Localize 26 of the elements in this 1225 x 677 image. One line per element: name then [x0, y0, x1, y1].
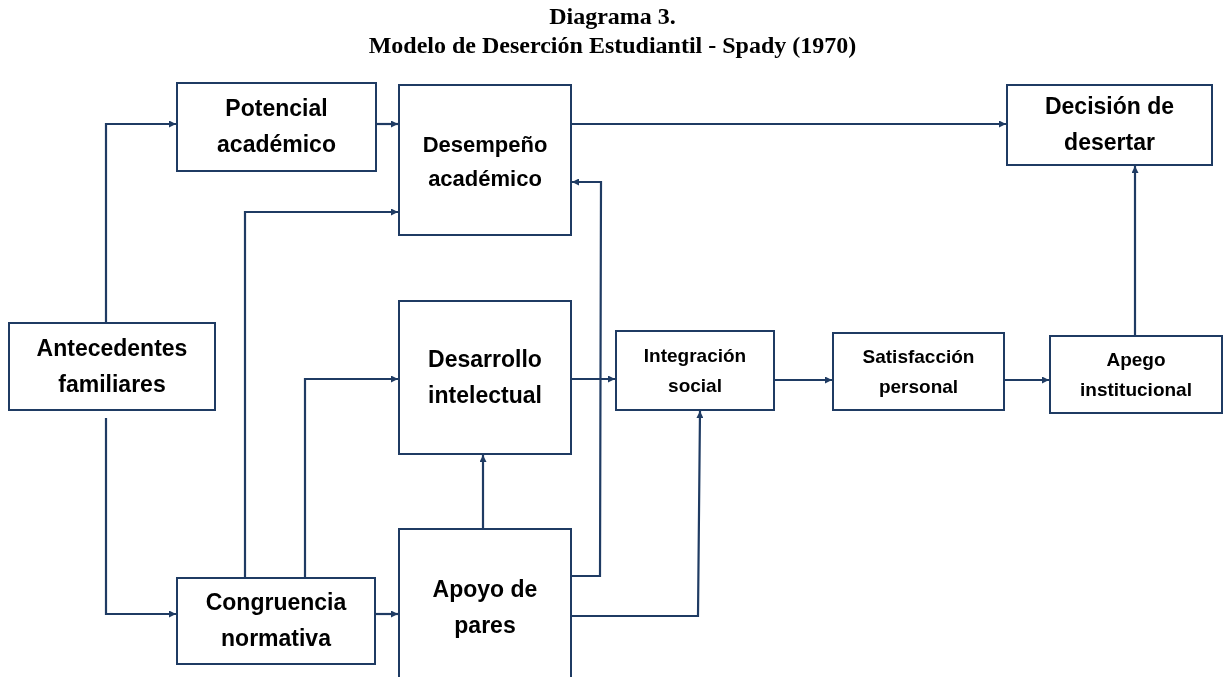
- arrow: [376, 610, 398, 618]
- arrow: [775, 376, 832, 384]
- process-box: Apoyo de pares: [398, 528, 572, 677]
- arrow: [572, 375, 615, 383]
- arrow: [377, 120, 398, 128]
- diagram-title: Diagrama 3.: [549, 2, 676, 31]
- process-box: Decisión de desertar: [1006, 84, 1213, 166]
- process-box: Antecedentes familiares: [8, 322, 216, 411]
- process-box: Integración social: [615, 330, 775, 411]
- process-box: Satisfacción personal: [832, 332, 1005, 411]
- diagram-subtitle: Modelo de Deserción Estudiantil - Spady (1970): [368, 31, 857, 60]
- arrow: [104, 120, 176, 322]
- process-box: Potencial académico: [176, 82, 377, 172]
- process-box: Apego institucional: [1049, 335, 1223, 414]
- process-box: Congruencia normativa: [176, 577, 376, 665]
- arrow: [104, 418, 176, 618]
- arrow: [572, 178, 603, 578]
- arrow: [1005, 376, 1049, 384]
- arrow: [303, 375, 398, 577]
- process-box: Desarrollo intelectual: [398, 300, 572, 455]
- arrow: [572, 411, 704, 618]
- arrow: [243, 208, 398, 577]
- arrow: [479, 455, 487, 528]
- arrow: [572, 120, 1006, 128]
- arrow: [1131, 166, 1139, 335]
- process-box: Desempeño académico: [398, 84, 572, 236]
